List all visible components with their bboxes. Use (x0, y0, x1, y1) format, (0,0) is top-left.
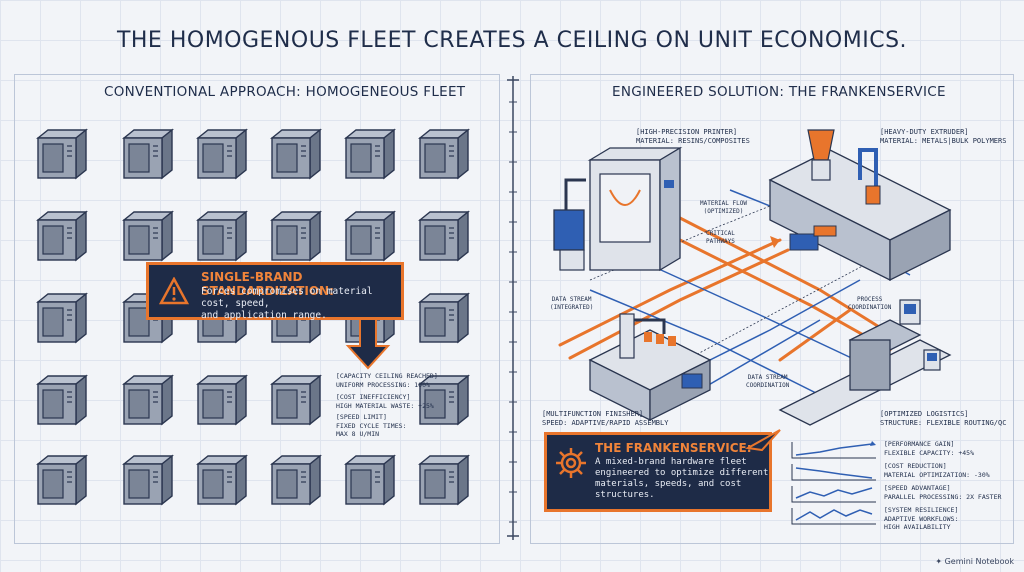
label-printer: [HIGH-PRECISION PRINTER] MATERIAL: RESIN… (636, 128, 750, 145)
center-divider (507, 76, 519, 540)
warning-icon (159, 277, 189, 305)
performance-sparklines (791, 441, 876, 525)
page-title: THE HOMOGENOUS FLEET CREATES A CEILING O… (116, 28, 908, 53)
right-heading: ENGINEERED SOLUTION: THE FRANKENSERVICE (612, 84, 946, 100)
stat-performance: [PERFORMANCE GAIN] FLEXIBLE CAPACITY: +4… (884, 440, 975, 457)
frankenservice-diagram (553, 129, 952, 426)
frankenservice-callout: THE FRANKENSERVICE: A mixed-brand hardwa… (544, 432, 772, 512)
label-extruder: [HEAVY-DUTY EXTRUDER] MATERIAL: METALS|B… (880, 128, 1007, 145)
callout-title: SINGLE-BRAND STANDARDIZATION: (201, 270, 334, 298)
callout-body: A mixed-brand hardware fleet engineered … (595, 457, 769, 500)
down-arrow-icon (345, 317, 391, 370)
callout-title: THE FRANKENSERVICE: (595, 441, 752, 455)
stat-cost-reduction: [COST REDUCTION] MATERIAL OPTIMIZATION: … (884, 462, 990, 479)
stat-resilience: [SYSTEM RESILIENCE] ADAPTIVE WORKFLOWS: … (884, 506, 959, 531)
notebook-icon: ✦ (935, 557, 945, 566)
stat-capacity: [CAPACITY CEILING REACHED] UNIFORM PROCE… (336, 372, 438, 389)
left-heading: CONVENTIONAL APPROACH: HOMOGENEOUS FLEET (104, 84, 466, 100)
left-panel-frame (14, 74, 500, 544)
homogeneous-fleet-grid (37, 129, 469, 505)
logistics-machine-icon (778, 299, 952, 426)
stat-cost: [COST INEFFICIENCY] HIGH MATERIAL WASTE:… (336, 393, 434, 410)
callout-body: Forces compromises on material cost, spe… (201, 286, 373, 321)
stat-speed: [SPEED LIMIT] FIXED CYCLE TIMES: MAX 8 U… (336, 413, 407, 438)
label-finisher: [MULTIFUNCTION FINISHER] SPEED: ADAPTIVE… (542, 410, 669, 427)
label-material-flow: MATERIAL FLOW (OPTIMIZED) (700, 200, 747, 215)
label-process: PROCESS COORDINATION (848, 296, 892, 311)
label-critical: CRITICAL PATHWAYS (706, 230, 735, 245)
label-data-stream: DATA STREAM (INTEGRATED) (550, 296, 594, 311)
printer-machine-icon (553, 146, 683, 272)
gear-icon (556, 448, 586, 478)
label-data-coord: DATA STREAM COORDINATION (746, 374, 790, 389)
callout-pointer (744, 429, 781, 452)
extruder-machine-icon (768, 129, 952, 282)
watermark: ✦ Gemini Notebook (935, 557, 1014, 566)
standardization-callout: SINGLE-BRAND STANDARDIZATION: Forces com… (146, 262, 404, 321)
right-panel-frame (530, 74, 1014, 544)
label-logistics: [OPTIMIZED LOGISTICS] STRUCTURE: FLEXIBL… (880, 410, 1007, 427)
finisher-machine-icon (588, 313, 712, 422)
stat-speed-advantage: [SPEED ADVANTAGE] PARALLEL PROCESSING: 2… (884, 484, 1002, 501)
